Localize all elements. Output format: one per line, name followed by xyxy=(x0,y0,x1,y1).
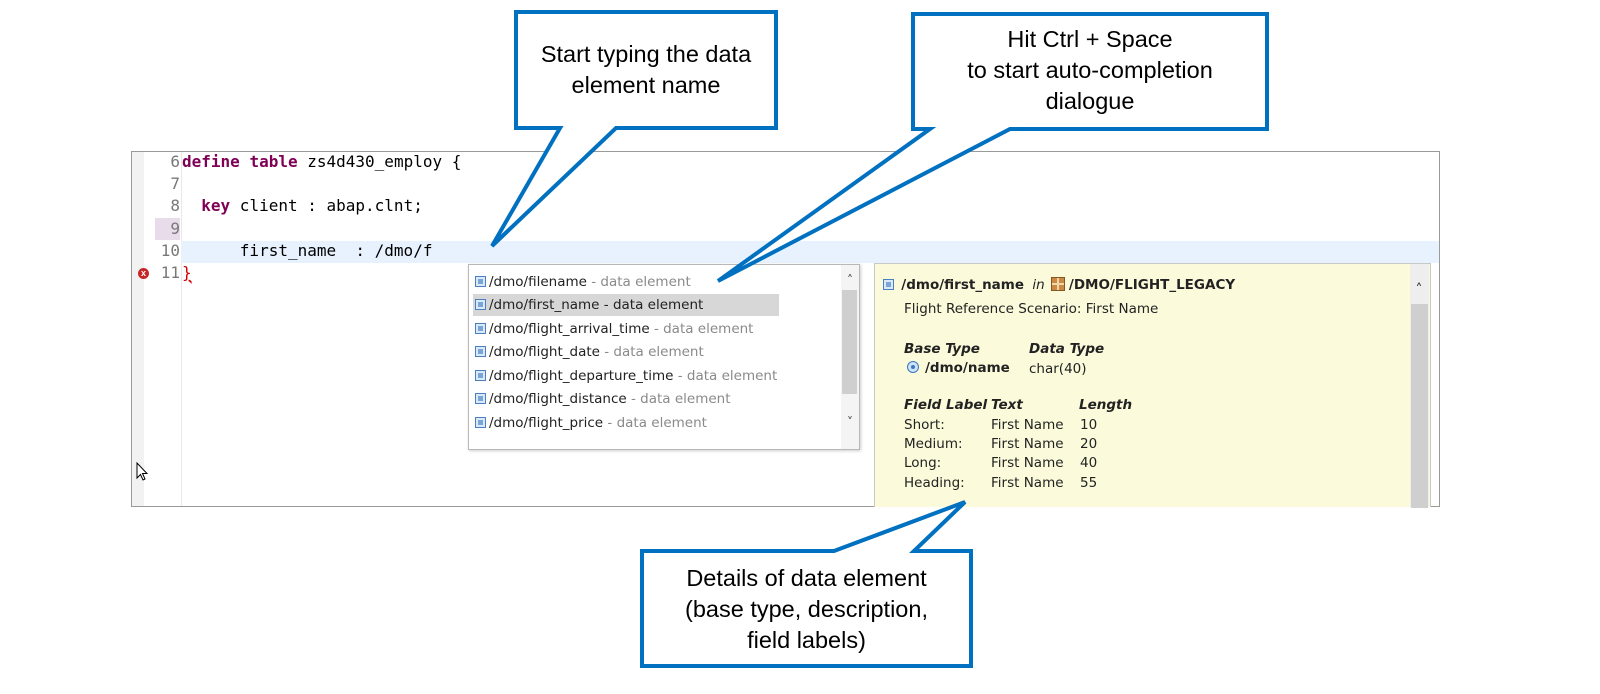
length-header: Length xyxy=(1079,397,1133,413)
field-label-header: Field Label xyxy=(904,397,988,413)
data-element-icon xyxy=(475,346,486,357)
in-label: in xyxy=(1032,277,1045,293)
callout-details-shape xyxy=(640,500,973,668)
error-brace: } xyxy=(182,263,192,282)
callout-hotkey-shape xyxy=(716,12,1269,283)
field-label-length: 10 xyxy=(1080,417,1098,433)
completion-item[interactable]: /dmo/filename - data element xyxy=(473,271,779,293)
line-number: 9 xyxy=(155,218,180,240)
field-label: Heading: xyxy=(904,475,965,491)
error-icon[interactable]: x xyxy=(138,268,149,279)
code-line-11[interactable]: } xyxy=(182,262,192,284)
code-line-6[interactable]: define table zs4d430_employ { xyxy=(182,152,462,173)
data-element-icon xyxy=(883,279,894,290)
line-number: 6 xyxy=(170,152,180,171)
completion-item[interactable]: /dmo/flight_arrival_time - data element xyxy=(473,318,779,340)
data-element-icon xyxy=(475,323,486,334)
field-label-text: First Name xyxy=(991,436,1064,452)
line-number: 11 xyxy=(160,263,180,282)
data-element-icon xyxy=(475,299,486,310)
package-icon xyxy=(1050,277,1065,291)
callout-typing: Start typing the data element name xyxy=(540,41,752,98)
text-header: Text xyxy=(991,397,1023,413)
code-line-8[interactable]: key client : abap.clnt; xyxy=(182,195,423,217)
element-name: /dmo/first_name xyxy=(901,277,1025,293)
line-number-gutter: 6 7 8 9 10 11 xyxy=(144,152,182,506)
completion-scrollbar[interactable]: ˄ ˅ xyxy=(841,265,859,449)
field-label-text: First Name xyxy=(991,455,1064,471)
data-element-icon xyxy=(475,370,486,381)
completion-item[interactable]: /dmo/flight_price - data element xyxy=(473,412,779,434)
completion-item-selected[interactable]: /dmo/first_name - data element xyxy=(473,294,779,316)
element-details-popup[interactable]: /dmo/first_name in /DMO/FLIGHT_LEGACY Fl… xyxy=(874,263,1431,508)
mouse-cursor-icon xyxy=(136,462,149,481)
data-element-icon xyxy=(475,276,486,287)
field-label: Medium: xyxy=(904,436,963,452)
field-label-text: First Name xyxy=(991,417,1064,433)
field-label: Long: xyxy=(904,455,942,471)
completion-item[interactable]: /dmo/flight_departure_time - data elemen… xyxy=(473,365,779,387)
code-line-10[interactable]: first_name : /dmo/f xyxy=(182,241,433,260)
completion-item[interactable]: /dmo/flight_distance - data element xyxy=(473,388,779,410)
callout-hotkey: Hit Ctrl + Space to start auto-completio… xyxy=(967,26,1213,114)
data-element-icon xyxy=(475,393,486,404)
data-type-header: Data Type xyxy=(1029,341,1105,357)
field-label-length: 55 xyxy=(1080,475,1098,491)
package-name: /DMO/FLIGHT_LEGACY xyxy=(1068,277,1236,293)
details-scrollbar[interactable]: ˄ xyxy=(1410,264,1429,508)
element-description: Flight Reference Scenario: First Name xyxy=(904,301,1159,317)
field-label-length: 20 xyxy=(1080,436,1098,452)
field-label-text: First Name xyxy=(991,475,1064,491)
details-header: /dmo/first_name in /DMO/FLIGHT_LEGACY xyxy=(883,277,1235,293)
callout-typing-shape xyxy=(490,10,778,248)
field-label-length: 40 xyxy=(1080,455,1098,471)
code-text: client : abap.clnt; xyxy=(230,196,423,215)
scrollbar-thumb[interactable] xyxy=(1411,304,1428,508)
base-type-header: Base Type xyxy=(904,341,980,357)
scrollbar-thumb[interactable] xyxy=(842,290,857,394)
scroll-down-icon[interactable]: ˅ xyxy=(847,415,853,429)
completion-item[interactable]: /dmo/flight_date - data element xyxy=(473,341,779,363)
domain-icon xyxy=(907,361,919,373)
data-element-icon xyxy=(475,417,486,428)
callout-details: Details of data element (base type, desc… xyxy=(685,565,928,653)
keyword: key xyxy=(201,196,231,215)
keyword: table xyxy=(249,152,298,171)
base-type-value[interactable]: /dmo/name xyxy=(907,360,1010,376)
data-type-value: char(40) xyxy=(1029,361,1087,377)
scroll-up-icon[interactable]: ˄ xyxy=(1415,282,1423,298)
current-line-highlight xyxy=(181,241,1439,263)
line-number: 10 xyxy=(160,241,180,260)
field-label: Short: xyxy=(904,417,945,433)
scroll-up-icon[interactable]: ˄ xyxy=(847,273,853,287)
autocomplete-popup[interactable]: /dmo/filename - data element /dmo/first_… xyxy=(468,264,860,450)
code-text: zs4d430_employ { xyxy=(297,152,462,171)
line-number: 8 xyxy=(170,196,180,215)
line-number: 7 xyxy=(170,174,180,193)
keyword: define xyxy=(182,152,240,171)
